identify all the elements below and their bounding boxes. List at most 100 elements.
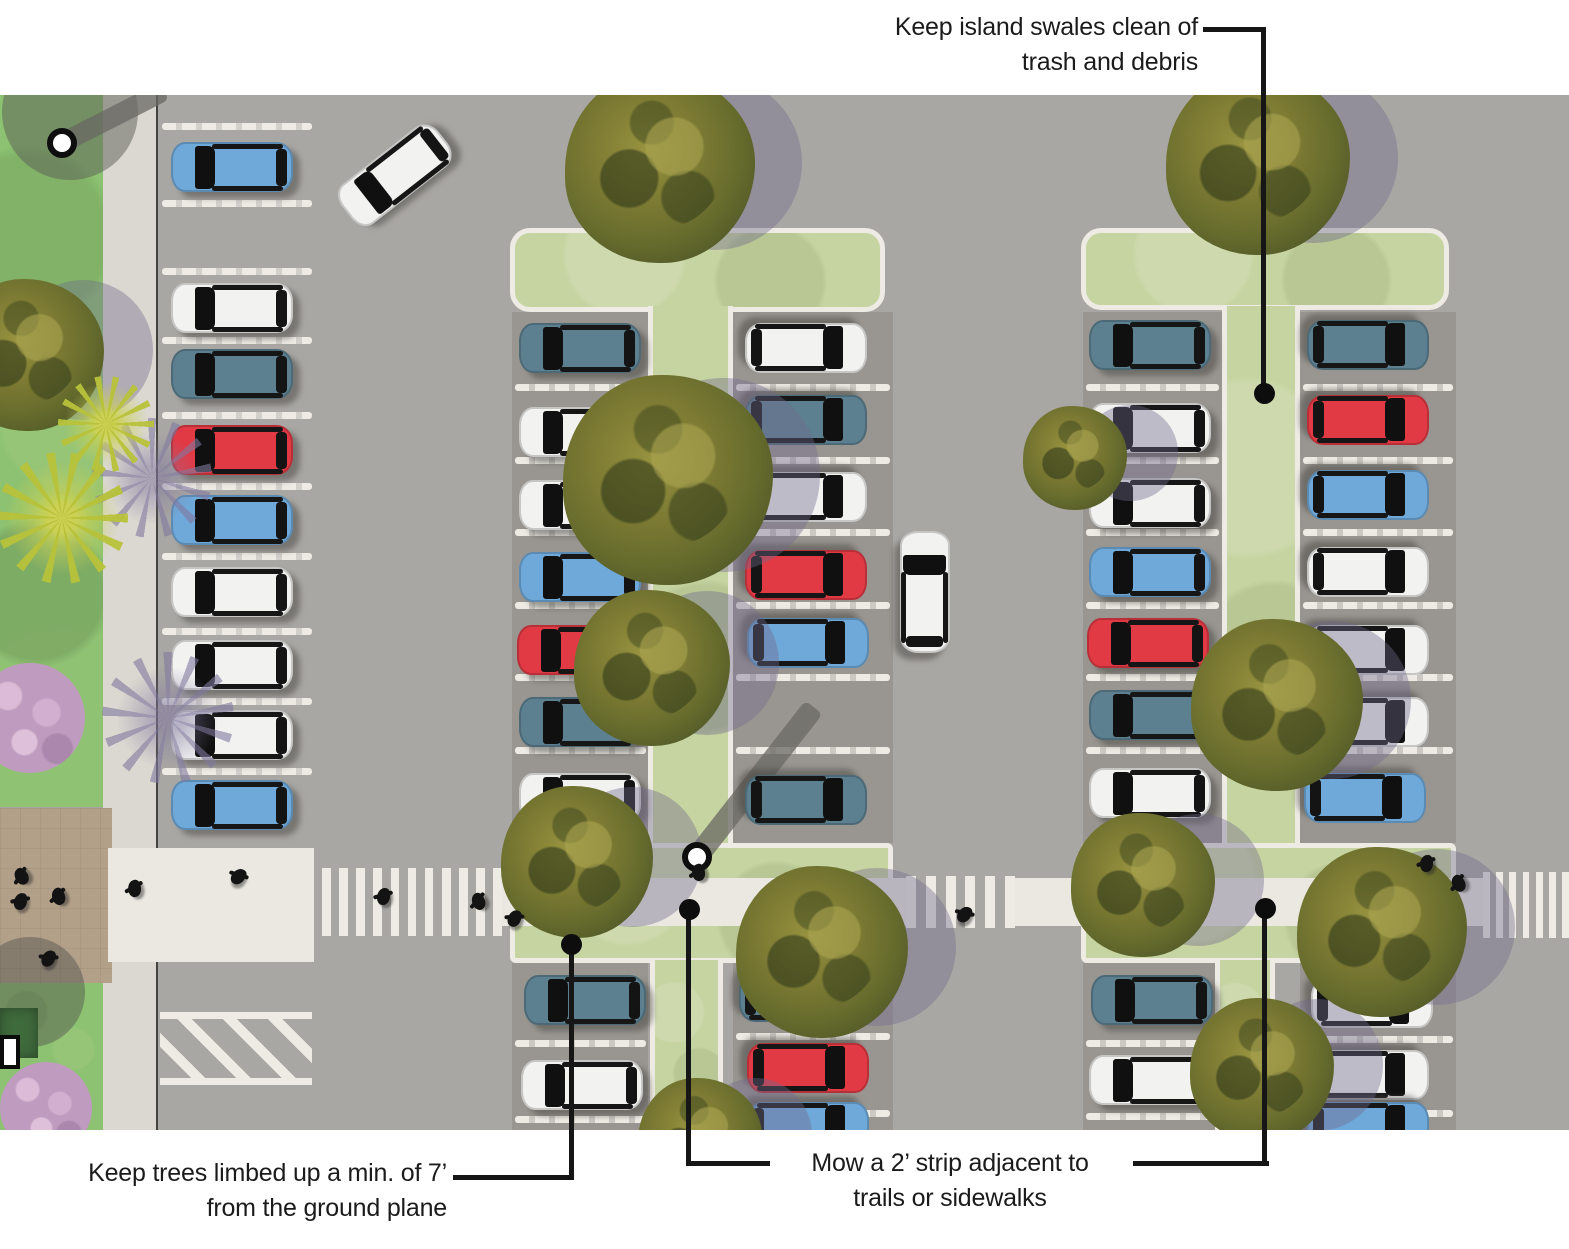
car-rw: [275, 573, 287, 611]
stall-line: [162, 483, 312, 490]
palm-tree: [58, 376, 154, 472]
car-ws: [548, 978, 568, 1022]
car-ws: [1115, 978, 1135, 1022]
car-rw: [1193, 409, 1205, 447]
car: [745, 323, 867, 373]
car-swt: [212, 143, 284, 149]
leader-line: [686, 908, 691, 1166]
car-swb: [212, 326, 284, 332]
car-ws: [1385, 550, 1405, 594]
car-swt: [1130, 1056, 1202, 1062]
car-swb: [1130, 733, 1202, 739]
car-ws: [541, 628, 561, 672]
car-ws: [1385, 398, 1405, 442]
car-ws: [543, 326, 563, 370]
car-swt: [1130, 548, 1202, 554]
car-rw: [1195, 981, 1207, 1019]
car-swt: [212, 284, 284, 290]
car-swb: [212, 468, 284, 474]
car: [1304, 773, 1426, 823]
car: [1089, 768, 1211, 818]
tree: [1191, 619, 1363, 791]
stall-line: [736, 602, 890, 609]
car-swt: [1130, 479, 1202, 485]
car: [521, 1060, 643, 1110]
palm-shadow: [102, 652, 234, 784]
car-swt: [212, 568, 284, 574]
leader-line: [453, 1175, 573, 1180]
crosswalk-stripe: [965, 876, 976, 928]
car: [331, 117, 459, 233]
crosswalk-stripe: [339, 868, 348, 936]
car-swb: [390, 158, 450, 206]
car-swb: [1130, 521, 1202, 527]
car-ws: [823, 778, 843, 822]
car-rw: [275, 431, 287, 469]
car-ws: [903, 555, 947, 575]
car-ws: [195, 783, 215, 827]
crosswalk-stripe: [390, 868, 400, 936]
tree: [1071, 813, 1215, 957]
car: [171, 283, 293, 333]
car: [171, 142, 293, 192]
tree: [1297, 847, 1467, 1017]
annotation-island-swales-line1: Keep island swales clean of: [894, 13, 1198, 41]
car-swt: [212, 641, 284, 647]
car: [524, 975, 646, 1025]
car: [1307, 470, 1429, 520]
car-rw: [623, 779, 635, 817]
car-rw: [275, 355, 287, 393]
car-rw: [1191, 624, 1203, 662]
car-swt: [365, 124, 424, 173]
stall-line: [515, 384, 646, 391]
car-swt: [1130, 404, 1202, 410]
stall-line: [1086, 1113, 1219, 1120]
car: [1091, 975, 1213, 1025]
car-swt: [1130, 769, 1202, 775]
car-swt: [565, 976, 637, 982]
car-swb: [754, 776, 826, 782]
car: [171, 349, 293, 399]
stall-line: [1303, 384, 1453, 391]
leader-dot: [1254, 383, 1275, 404]
car-swt: [212, 781, 284, 787]
stall-line: [515, 1040, 646, 1047]
car-ws: [1385, 323, 1405, 367]
flower-bed: [0, 663, 85, 773]
car-swt: [754, 593, 826, 599]
stall-line: [162, 200, 312, 207]
car-ws: [1113, 1058, 1133, 1102]
car: [745, 775, 867, 825]
leader-line: [686, 1161, 770, 1166]
annotation-mow-strip-line2: trails or sidewalks: [853, 1184, 1047, 1212]
car-swb: [1130, 590, 1202, 596]
car-swt: [1130, 321, 1202, 327]
car-ws: [195, 286, 215, 330]
car-rw: [275, 786, 287, 824]
car-ws: [825, 1105, 845, 1130]
car-ws: [825, 1046, 845, 1090]
car-rw: [275, 716, 287, 754]
car-rw: [625, 1066, 637, 1104]
car-swt: [754, 366, 826, 372]
stall-line: [736, 674, 890, 681]
car-swb: [1130, 446, 1202, 452]
car: [1089, 320, 1211, 370]
car-ws: [195, 145, 215, 189]
car-swb: [212, 610, 284, 616]
car-swb: [1316, 321, 1388, 327]
car-swb: [1130, 811, 1202, 817]
car-swt: [212, 496, 284, 502]
car-swt: [560, 774, 632, 780]
car-ws: [545, 1063, 565, 1107]
car-rw: [906, 635, 944, 647]
crosswalk-stripe: [906, 876, 916, 928]
car-rw: [275, 289, 287, 327]
car-ws: [1113, 323, 1133, 367]
car-swb: [1130, 363, 1202, 369]
crosswalk-stripe: [945, 876, 956, 928]
car-rw: [1193, 484, 1205, 522]
car-swb: [212, 538, 284, 544]
car-swb: [212, 683, 284, 689]
car: [1307, 320, 1429, 370]
